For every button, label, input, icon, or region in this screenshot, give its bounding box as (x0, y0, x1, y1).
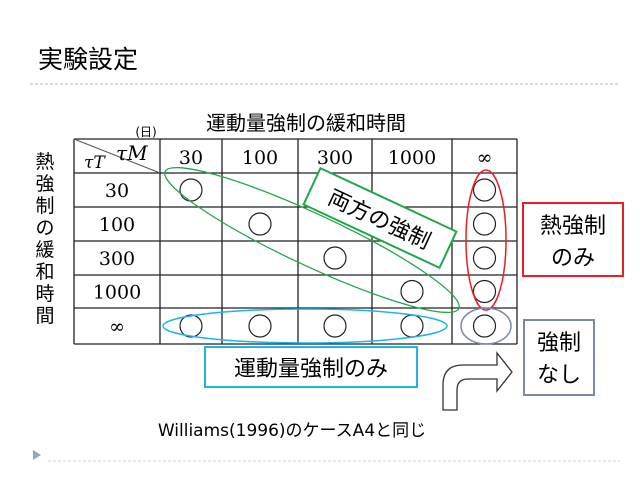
unit-label: (日) (135, 125, 156, 139)
slide-title: 実験設定 (38, 45, 138, 74)
bent-arrow-icon (442, 351, 513, 411)
column-header: ∞ (477, 147, 493, 169)
corner-row-symbol: τT (84, 153, 106, 173)
no-forcing-label-2: なし (537, 363, 581, 388)
momentum-only-box (204, 346, 418, 388)
run-mark-circle (400, 314, 424, 338)
run-mark-circle (400, 279, 424, 304)
row-title-char: 間 (35, 305, 54, 327)
thermal-only-box (522, 202, 624, 277)
column-header: 30 (179, 147, 203, 169)
row-header: 1000 (93, 282, 141, 304)
column-header: 1000 (388, 147, 436, 169)
run-mark-circle (323, 246, 347, 270)
row-header: 30 (105, 180, 129, 202)
run-mark-circle (323, 314, 347, 338)
row-header: 100 (99, 214, 135, 236)
no-forcing-box (523, 319, 595, 396)
column-title: 運動量強制の緩和時間 (206, 111, 406, 135)
run-mark-circle (248, 212, 272, 236)
corner-diagonal (73, 138, 161, 174)
thermal-only-label-1: 熱強制 (540, 214, 606, 239)
row-header: ∞ (109, 316, 125, 338)
row-title-char: の (35, 217, 54, 239)
row-title-char: 熱 (35, 151, 54, 173)
no-forcing-label-1: 強制 (537, 331, 581, 356)
no-forcing-ellipse (460, 307, 512, 345)
run-mark-circle (472, 212, 497, 236)
column-header: 300 (317, 147, 353, 169)
run-mark-circle (179, 314, 203, 338)
row-title-char: 制 (35, 195, 54, 217)
row-title-char: 緩 (35, 239, 54, 261)
row-title-char: 時 (35, 283, 54, 305)
momentum-only-label: 運動量強制のみ (234, 357, 388, 382)
footnote: Williams(1996)のケースA4と同じ (158, 421, 426, 441)
both-forcing-ellipse (164, 166, 460, 314)
row-title-char: 和 (35, 261, 54, 283)
thermal-only-ellipse (465, 169, 507, 311)
run-mark-circle (472, 178, 497, 202)
run-mark-circle (179, 178, 203, 202)
slide-bullet-icon (33, 450, 41, 460)
column-header: 100 (242, 147, 278, 169)
run-mark-circle (472, 246, 497, 270)
row-title-char: 強 (35, 173, 54, 195)
momentum-only-ellipse (162, 308, 448, 344)
run-mark-circle (472, 314, 497, 338)
run-mark-circle (248, 314, 272, 338)
thermal-only-label-2: のみ (551, 246, 595, 271)
corner-col-symbol: τM (116, 141, 148, 165)
run-mark-circle (472, 279, 497, 304)
row-header: 300 (99, 248, 135, 270)
